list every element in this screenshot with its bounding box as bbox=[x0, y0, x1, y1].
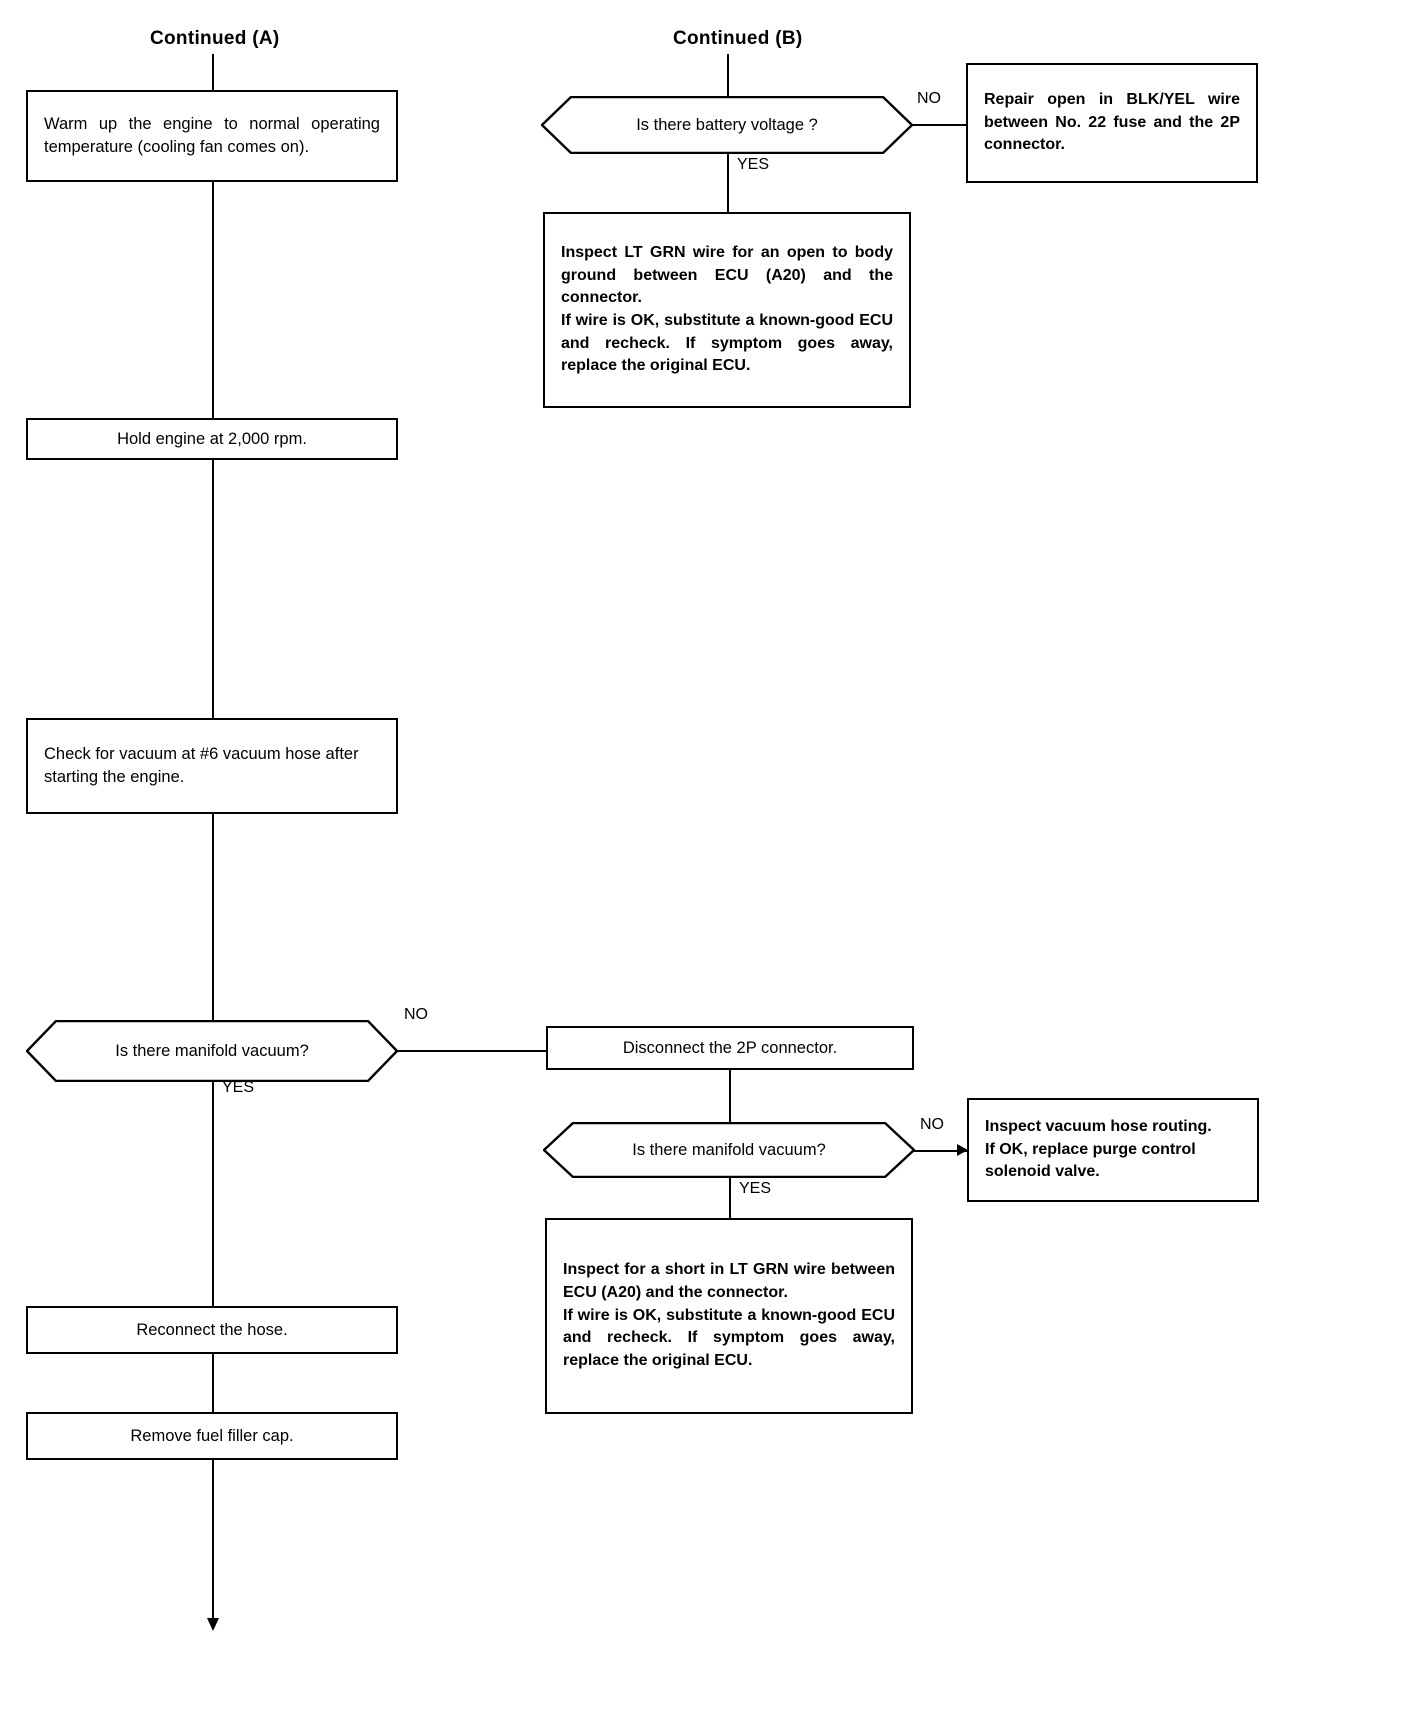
label-yes-decision1: YES bbox=[222, 1079, 255, 1096]
decision-manifold-vacuum-1-shape bbox=[26, 1020, 398, 1082]
connector-decision1-no bbox=[397, 1050, 547, 1052]
node-inspect-lt-grn-open-text: Inspect LT GRN wire for an open to body … bbox=[561, 243, 893, 375]
decision-battery-voltage-shape bbox=[541, 96, 913, 154]
node-reconnect-hose: Reconnect the hose. bbox=[26, 1306, 398, 1354]
decision-manifold-vacuum-1: Is there manifold vacuum? bbox=[26, 1020, 398, 1082]
node-inspect-lt-grn-open: Inspect LT GRN wire for an open to body … bbox=[543, 212, 911, 408]
node-reconnect-hose-text: Reconnect the hose. bbox=[136, 1320, 288, 1339]
connector-removecap-to-end bbox=[212, 1460, 214, 1620]
node-inspect-lt-grn-short: Inspect for a short in LT GRN wire betwe… bbox=[545, 1218, 913, 1414]
node-remove-fuel-filler-cap-text: Remove fuel filler cap. bbox=[130, 1426, 294, 1445]
decision-battery-voltage-text: Is there battery voltage ? bbox=[636, 115, 818, 134]
connector-decision2-no bbox=[913, 1150, 968, 1152]
label-no-decision2: NO bbox=[920, 1116, 944, 1133]
arrow-end-down bbox=[207, 1618, 219, 1631]
connector-b-header-to-decision bbox=[727, 54, 729, 96]
connector-decision1-yes bbox=[212, 1082, 214, 1306]
label-yes-battery-voltage: YES bbox=[737, 156, 770, 173]
connector-battery-no bbox=[912, 124, 967, 126]
decision-battery-voltage: Is there battery voltage ? bbox=[541, 96, 913, 154]
connector-decision2-yes bbox=[729, 1178, 731, 1218]
label-no-decision1: NO bbox=[404, 1006, 428, 1023]
label-no-battery-voltage: NO bbox=[917, 90, 941, 107]
connector-disconnect-to-decision2 bbox=[729, 1070, 731, 1122]
connector-hold-to-checkvacuum bbox=[212, 460, 214, 718]
decision-manifold-vacuum-2-shape bbox=[543, 1122, 915, 1178]
node-warm-up-engine: Warm up the engine to normal operating t… bbox=[26, 90, 398, 182]
decision-manifold-vacuum-1-text: Is there manifold vacuum? bbox=[115, 1041, 309, 1060]
continued-a-header: Continued (A) bbox=[150, 28, 280, 49]
node-inspect-vacuum-hose-routing: Inspect vacuum hose routing. If OK, repl… bbox=[967, 1098, 1259, 1202]
connector-warmup-to-hold bbox=[212, 182, 214, 418]
arrow-decision2-no-right bbox=[957, 1144, 968, 1156]
connector-checkvacuum-to-decision1 bbox=[212, 814, 214, 1020]
node-disconnect-2p-connector: Disconnect the 2P connector. bbox=[546, 1026, 914, 1070]
node-repair-open-blk-yel-text: Repair open in BLK/YEL wire between No. … bbox=[984, 90, 1240, 154]
node-hold-engine: Hold engine at 2,000 rpm. bbox=[26, 418, 398, 460]
connector-battery-yes bbox=[727, 154, 729, 212]
node-hold-engine-text: Hold engine at 2,000 rpm. bbox=[117, 429, 307, 448]
continued-b-header: Continued (B) bbox=[673, 28, 803, 49]
node-inspect-lt-grn-short-text: Inspect for a short in LT GRN wire betwe… bbox=[563, 1261, 895, 1370]
decision-manifold-vacuum-2: Is there manifold vacuum? bbox=[543, 1122, 915, 1178]
node-warm-up-engine-text: Warm up the engine to normal operating t… bbox=[44, 115, 380, 156]
node-repair-open-blk-yel: Repair open in BLK/YEL wire between No. … bbox=[966, 63, 1258, 183]
node-disconnect-2p-connector-text: Disconnect the 2P connector. bbox=[622, 1038, 838, 1057]
node-inspect-vacuum-hose-routing-text: Inspect vacuum hose routing. If OK, repl… bbox=[985, 1117, 1212, 1181]
node-check-vacuum: Check for vacuum at #6 vacuum hose after… bbox=[26, 718, 398, 814]
connector-reconnect-to-removecap bbox=[212, 1354, 214, 1412]
decision-manifold-vacuum-2-text: Is there manifold vacuum? bbox=[632, 1140, 826, 1159]
node-check-vacuum-text: Check for vacuum at #6 vacuum hose after… bbox=[44, 745, 359, 786]
connector-a-header-to-warmup bbox=[212, 54, 214, 90]
node-remove-fuel-filler-cap: Remove fuel filler cap. bbox=[26, 1412, 398, 1460]
label-yes-decision2: YES bbox=[739, 1180, 772, 1197]
